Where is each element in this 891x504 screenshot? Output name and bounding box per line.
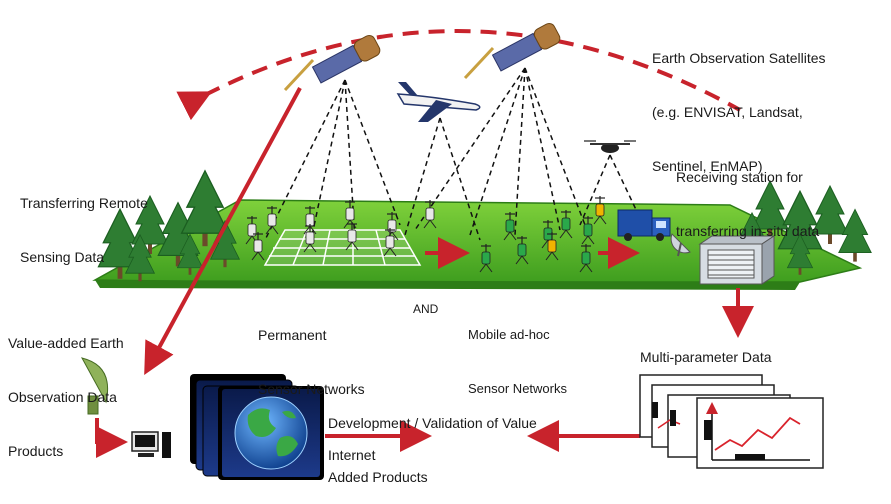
development-label-line: Development / Validation of Value — [328, 415, 537, 431]
satellite-icon — [463, 23, 561, 80]
sensor-icon — [303, 206, 317, 235]
computer-icon — [131, 431, 171, 458]
transferring-label-line: Transferring Remote — [20, 195, 148, 211]
satellite-orbit-arc — [176, 29, 741, 121]
sensor-icon — [423, 200, 437, 229]
tree-icon — [180, 169, 230, 247]
receiving-station-label-line: Receiving station for — [676, 169, 803, 185]
sensor-icon — [265, 206, 279, 235]
globe-screens-stack — [190, 374, 324, 480]
tree-icon — [131, 194, 169, 254]
tree-icon — [124, 233, 156, 282]
and-label: AND — [413, 302, 439, 316]
mobile-networks-label: Mobile ad-hoc Sensor Networks — [468, 290, 567, 416]
satellite-dish-icon — [81, 357, 108, 415]
transferring-label-line: Sensing Data — [20, 249, 105, 265]
receiving-station-label-line: transferring in-situ data — [676, 223, 820, 239]
sensor-group — [245, 196, 607, 273]
permanent-label-line: Sensor Networks — [258, 381, 365, 397]
value-added-products-label: Value-added Earth Observation Data Produ… — [8, 298, 124, 478]
globe-icon — [234, 396, 308, 470]
development-label-line: Added Products — [328, 469, 428, 485]
permanent-networks-label: Permanent Sensor Networks — [258, 290, 365, 416]
sensing-beams — [264, 67, 641, 246]
drone-icon — [584, 140, 636, 153]
tree-icon — [176, 233, 204, 275]
value-added-label-line: Observation Data — [8, 389, 117, 405]
tree-icon — [838, 208, 872, 262]
data-chart-icon — [639, 374, 824, 469]
internet-label: Internet — [328, 447, 376, 463]
receiving-station-label: Receiving station for transferring in-si… — [676, 132, 819, 258]
satellites-label: Earth Observation Satellites (e.g. ENVIS… — [652, 13, 826, 193]
tree-icon — [751, 179, 789, 239]
airplane-icon — [396, 82, 481, 122]
satellites-label-line: (e.g. ENVISAT, Landsat, — [652, 104, 803, 120]
multi-parameter-data-label: Multi-parameter Data — [640, 349, 772, 365]
permanent-sensor-grid — [263, 229, 422, 266]
satellite-icon — [283, 35, 381, 92]
arrow-dish-to-computer — [95, 418, 128, 458]
tree-icon — [786, 233, 814, 275]
value-added-label-line: Products — [8, 443, 64, 459]
sensor-icon — [559, 210, 573, 239]
development-validation-label: Development / Validation of Value Added … — [328, 378, 537, 504]
transferring-remote-sensing-label: Transferring Remote Sensing Data — [20, 158, 148, 284]
sensor-icon — [581, 216, 595, 245]
permanent-label-line: Permanent — [258, 327, 327, 343]
satellite-dish-icon — [670, 233, 691, 257]
flow-arrows — [95, 87, 754, 458]
sensor-icon — [345, 222, 359, 251]
truck-icon — [617, 209, 671, 241]
mobile-label-line: Mobile ad-hoc — [468, 327, 550, 342]
arrow-satellite-to-dish — [144, 87, 302, 376]
mobile-label-line: Sensor Networks — [468, 381, 567, 396]
sensor-icon — [251, 232, 265, 261]
tree-icon — [811, 184, 849, 244]
value-added-label-line: Value-added Earth — [8, 335, 124, 351]
satellites-label-line: Sentinel, EnMAP) — [652, 158, 763, 174]
building-icon — [698, 235, 776, 285]
sensor-icon — [303, 224, 317, 253]
sensor-icon — [593, 196, 607, 225]
sensor-icon — [479, 244, 493, 273]
sensor-icon — [503, 212, 517, 241]
diagram-canvas — [81, 23, 872, 480]
sensor-icon — [545, 232, 559, 261]
sensor-icon — [383, 228, 397, 257]
sensor-icon — [515, 236, 529, 265]
sensor-icon — [579, 244, 593, 273]
satellites-label-line: Earth Observation Satellites — [652, 50, 826, 66]
